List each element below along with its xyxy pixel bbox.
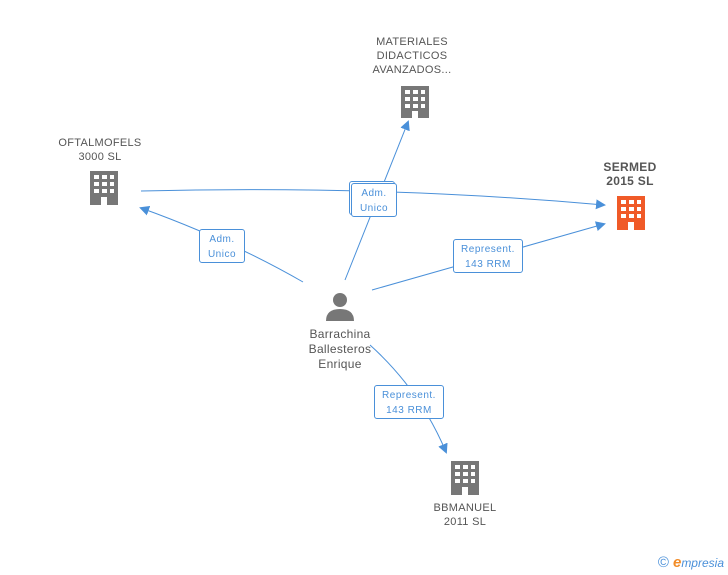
label-line: Enrique — [318, 357, 362, 371]
building-icon-bbmanuel[interactable] — [449, 461, 481, 495]
label-line: 2011 SL — [443, 516, 487, 528]
edge-label-line: Unico — [207, 249, 237, 260]
label-line: AVANZADOS... — [372, 64, 452, 76]
label-line: OFTALMOFELS — [58, 137, 142, 149]
brand-name: mpresia — [681, 556, 724, 570]
person-label[interactable]: Barrachina Ballesteros Enrique — [280, 327, 400, 372]
edge-label-adm-unico-left[interactable]: Adm. Unico — [199, 229, 245, 263]
edge-label-line: Represent. — [461, 244, 515, 255]
building-icon-oftalmofels[interactable] — [88, 171, 120, 205]
building-icon-sermed[interactable] — [615, 196, 647, 230]
edge-label-line: Adm. — [209, 234, 235, 245]
edge-label-represent-bottom[interactable]: Represent. 143 RRM — [374, 385, 444, 419]
company-label-bbmanuel[interactable]: BBMANUEL 2011 SL — [410, 501, 520, 529]
person-icon[interactable] — [325, 291, 355, 321]
empresia-watermark: © empresia — [658, 554, 724, 571]
label-line: SERMED — [603, 160, 657, 174]
company-label-materiales[interactable]: MATERIALES DIDACTICOS AVANZADOS... — [352, 35, 472, 77]
company-label-sermed[interactable]: SERMED 2015 SL — [580, 160, 680, 188]
building-icon-materiales[interactable] — [399, 86, 431, 118]
edge-label-represent-right[interactable]: Represent. 143 RRM — [453, 239, 523, 273]
brand-logo: empresia — [673, 554, 724, 571]
label-line: Barrachina — [309, 327, 371, 341]
edge-label-adm-unico-top[interactable]: Adm. Unico — [351, 183, 397, 217]
edge-label-line: 143 RRM — [386, 405, 432, 416]
brand-initial: e — [672, 554, 682, 571]
edge-label-line: 143 RRM — [465, 259, 511, 270]
edge-label-line: Represent. — [382, 390, 436, 401]
label-line: DIDACTICOS — [376, 50, 448, 62]
copyright-icon: © — [657, 554, 669, 571]
edge-label-line: Unico — [359, 203, 389, 214]
edge-label-line: Adm. — [361, 188, 387, 199]
label-line: MATERIALES — [376, 36, 448, 48]
label-line: BBMANUEL — [433, 502, 497, 514]
label-line: 3000 SL — [78, 151, 122, 163]
label-line: 2015 SL — [606, 174, 654, 188]
company-label-oftalmofels[interactable]: OFTALMOFELS 3000 SL — [45, 136, 155, 164]
label-line: Ballesteros — [308, 342, 372, 356]
